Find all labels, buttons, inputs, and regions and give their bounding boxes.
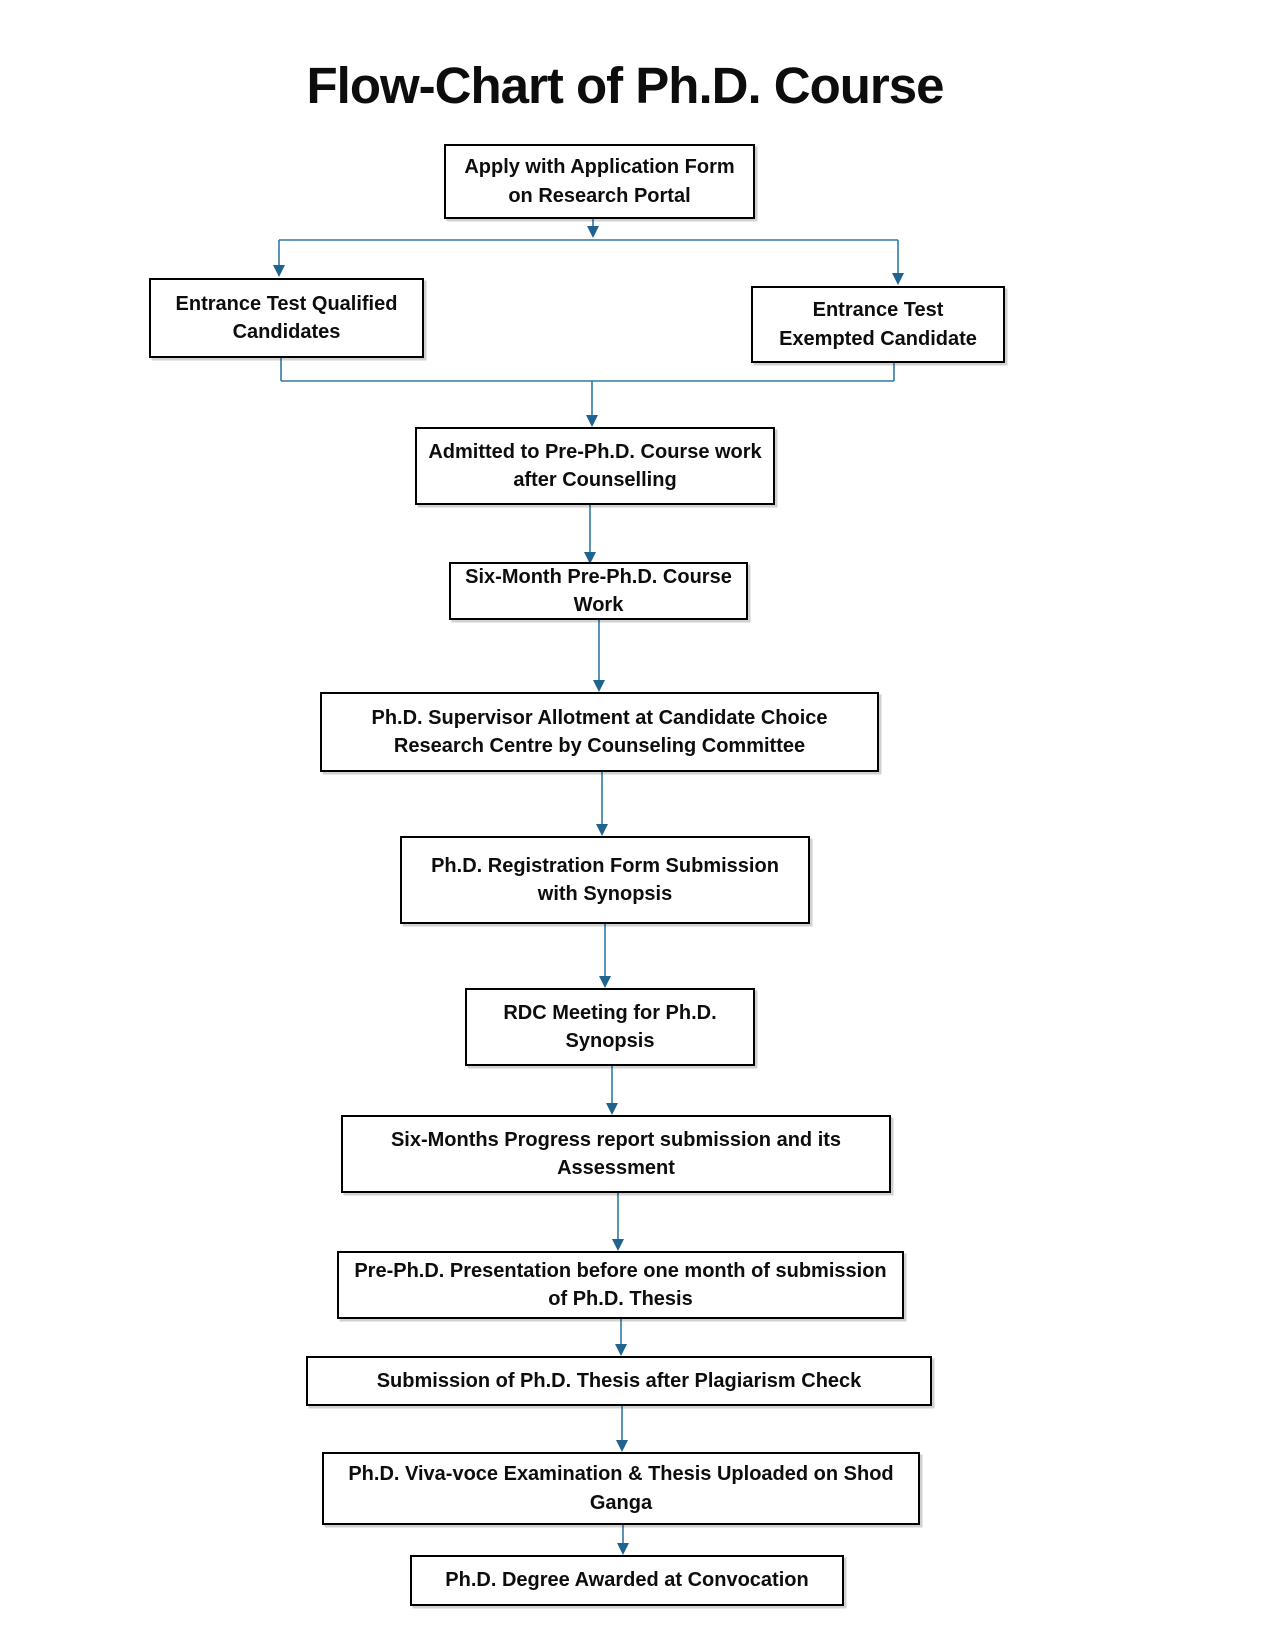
arrowhead-exempted bbox=[892, 273, 904, 285]
flow-node-supervisor-allotment-label: Ph.D. Supervisor Allotment at Candidate … bbox=[371, 706, 828, 757]
arrowhead-apply bbox=[587, 226, 599, 238]
flow-node-pre-phd-presentation: Pre-Ph.D. Presentation before one month … bbox=[337, 1251, 904, 1319]
flow-node-entrance-qualified: Entrance Test Qualified Candidates bbox=[149, 278, 424, 358]
flow-node-entrance-exempted: Entrance Test Exempted Candidate bbox=[751, 286, 1005, 363]
flow-node-thesis-submission-label: Submission of Ph.D. Thesis after Plagiar… bbox=[376, 1369, 862, 1392]
flow-node-supervisor-allotment: Ph.D. Supervisor Allotment at Candidate … bbox=[320, 692, 879, 772]
flow-node-rdc-meeting: RDC Meeting for Ph.D. Synopsis bbox=[465, 988, 755, 1066]
flow-node-thesis-submission: Submission of Ph.D. Thesis after Plagiar… bbox=[306, 1356, 932, 1406]
flow-node-registration: Ph.D. Registration Form Submission with … bbox=[400, 836, 810, 924]
page-title: Flow-Chart of Ph.D. Course bbox=[306, 57, 945, 114]
arrowhead-supervisor bbox=[593, 680, 605, 692]
flow-node-rdc-meeting-label: RDC Meeting for Ph.D. Synopsis bbox=[503, 1001, 717, 1052]
flow-node-entrance-qualified-label: Entrance Test Qualified Candidates bbox=[175, 292, 398, 343]
flow-node-course-work-label: Six-Month Pre-Ph.D. Course Work bbox=[465, 565, 732, 616]
flow-node-course-work: Six-Month Pre-Ph.D. Course Work bbox=[449, 562, 748, 620]
flow-node-apply: Apply with Application Form on Research … bbox=[444, 144, 755, 219]
flow-node-admitted: Admitted to Pre-Ph.D. Course work after … bbox=[415, 427, 775, 505]
flow-node-registration-label: Ph.D. Registration Form Submission with … bbox=[431, 854, 779, 905]
flow-node-degree-awarded-label: Ph.D. Degree Awarded at Convocation bbox=[445, 1569, 809, 1592]
arrowhead-degree bbox=[617, 1543, 629, 1555]
arrowhead-progress bbox=[606, 1103, 618, 1115]
flow-node-pre-phd-presentation-label: Pre-Ph.D. Presentation before one month … bbox=[354, 1259, 887, 1310]
arrowhead-qualified bbox=[273, 265, 285, 277]
flow-node-viva-voce: Ph.D. Viva-voce Examination & Thesis Upl… bbox=[322, 1452, 920, 1525]
arrowhead-viva bbox=[616, 1440, 628, 1452]
arrowhead-presentation bbox=[612, 1239, 624, 1251]
flow-node-progress-report: Six-Months Progress report submission an… bbox=[341, 1115, 891, 1193]
arrowhead-submission bbox=[615, 1344, 627, 1356]
flow-node-progress-report-label: Six-Months Progress report submission an… bbox=[390, 1128, 842, 1179]
flow-node-viva-voce-label: Ph.D. Viva-voce Examination & Thesis Upl… bbox=[348, 1463, 894, 1514]
flow-node-entrance-exempted-label: Entrance Test Exempted Candidate bbox=[779, 299, 977, 350]
arrowhead-coursework bbox=[584, 552, 596, 564]
flow-node-admitted-label: Admitted to Pre-Ph.D. Course work after … bbox=[428, 440, 762, 491]
flow-node-apply-label: Apply with Application Form on Research … bbox=[464, 156, 735, 207]
arrowhead-registration bbox=[596, 824, 608, 836]
arrowhead-admitted bbox=[586, 415, 598, 427]
arrowhead-rdc bbox=[599, 976, 611, 988]
flow-node-degree-awarded: Ph.D. Degree Awarded at Convocation bbox=[410, 1555, 844, 1606]
